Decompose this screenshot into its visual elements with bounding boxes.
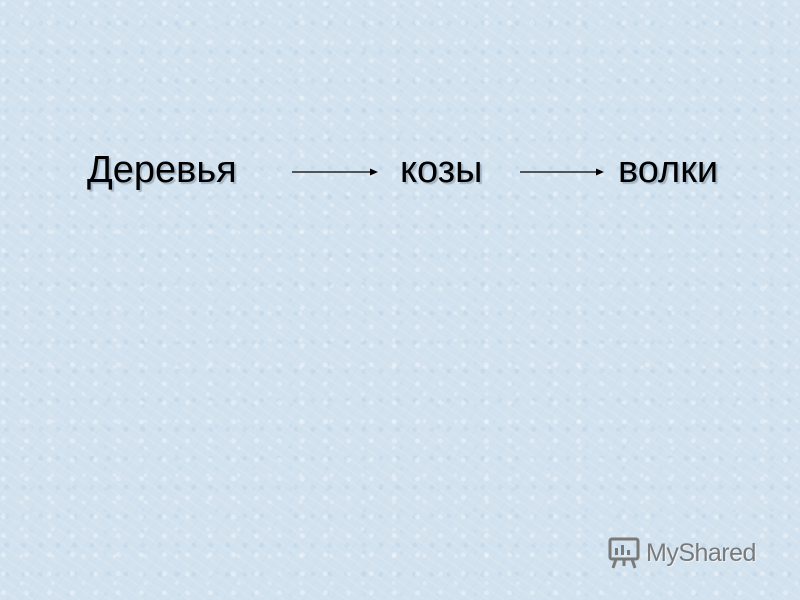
- chain-node-trees: Деревья: [87, 149, 237, 191]
- watermark-text: MyShared: [646, 538, 756, 567]
- presentation-board-icon: [608, 537, 640, 569]
- watermark-logo: MyShared: [606, 533, 756, 573]
- arrow-right-icon: [292, 168, 378, 176]
- chain-node-wolves: волки: [618, 149, 719, 191]
- chain-node-goats: козы: [400, 149, 483, 191]
- arrow-right-icon: [520, 168, 604, 176]
